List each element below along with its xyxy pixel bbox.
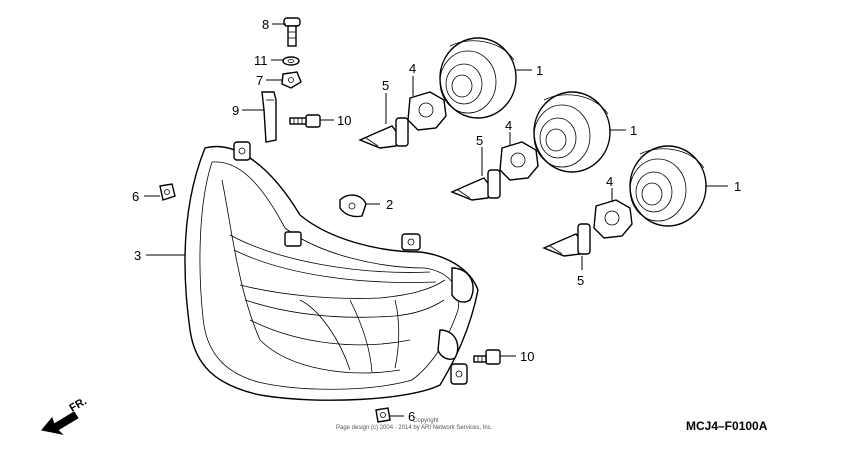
callout-1-middle: 1 <box>630 123 637 138</box>
callout-8: 8 <box>262 17 269 32</box>
copyright-line-2: Page design (c) 2004 - 2014 by ARI Netwo… <box>336 425 493 431</box>
dust-cover-part-1-middle <box>533 91 611 173</box>
clip-part-2 <box>339 194 367 218</box>
diagram-code: MCJ4–F0100A <box>686 419 768 433</box>
callout-6-left: 6 <box>132 189 139 204</box>
screw-part-10-lower <box>473 349 501 365</box>
grommet-part-6-bottom <box>375 407 391 423</box>
socket-part-4-lower <box>593 199 633 239</box>
bracket-part-9 <box>261 91 277 143</box>
callout-10-upper: 10 <box>337 113 351 128</box>
callout-1-lower: 1 <box>734 179 741 194</box>
copyright-line-1: Copyright <box>413 418 439 424</box>
callout-5-upper: 5 <box>382 78 389 93</box>
callout-4-middle: 4 <box>505 118 512 133</box>
bulb-part-5-middle <box>450 169 501 201</box>
callout-4-upper: 4 <box>409 61 416 76</box>
callout-10-lower: 10 <box>520 349 534 364</box>
callout-3: 3 <box>134 248 141 263</box>
washer-part-11 <box>282 56 300 66</box>
callout-11: 11 <box>254 53 268 68</box>
bulb-part-5-upper <box>358 117 409 149</box>
nut-part-7 <box>281 71 302 89</box>
bolt-part-8 <box>283 17 301 47</box>
callout-6-bottom: 6 <box>408 409 415 424</box>
front-direction-label: FR. <box>68 395 89 414</box>
callout-7: 7 <box>256 73 263 88</box>
leader-lines <box>144 23 728 417</box>
grommet-part-6-left <box>159 183 176 201</box>
screw-part-10-upper <box>289 114 321 128</box>
callout-5-lower: 5 <box>577 273 584 288</box>
headlight-housing <box>184 141 479 401</box>
callout-1-upper: 1 <box>536 63 543 78</box>
front-direction-arrow: FR. <box>41 395 89 435</box>
dust-cover-part-1-lower <box>629 145 707 227</box>
callout-2: 2 <box>386 197 393 212</box>
dust-cover-part-1-upper <box>439 37 517 119</box>
socket-part-4-middle <box>499 141 539 181</box>
socket-part-4-upper <box>407 91 447 131</box>
callout-9: 9 <box>232 103 239 118</box>
callout-4-lower: 4 <box>606 174 613 189</box>
callout-5-middle: 5 <box>476 133 483 148</box>
bulb-part-5-lower <box>542 223 591 257</box>
